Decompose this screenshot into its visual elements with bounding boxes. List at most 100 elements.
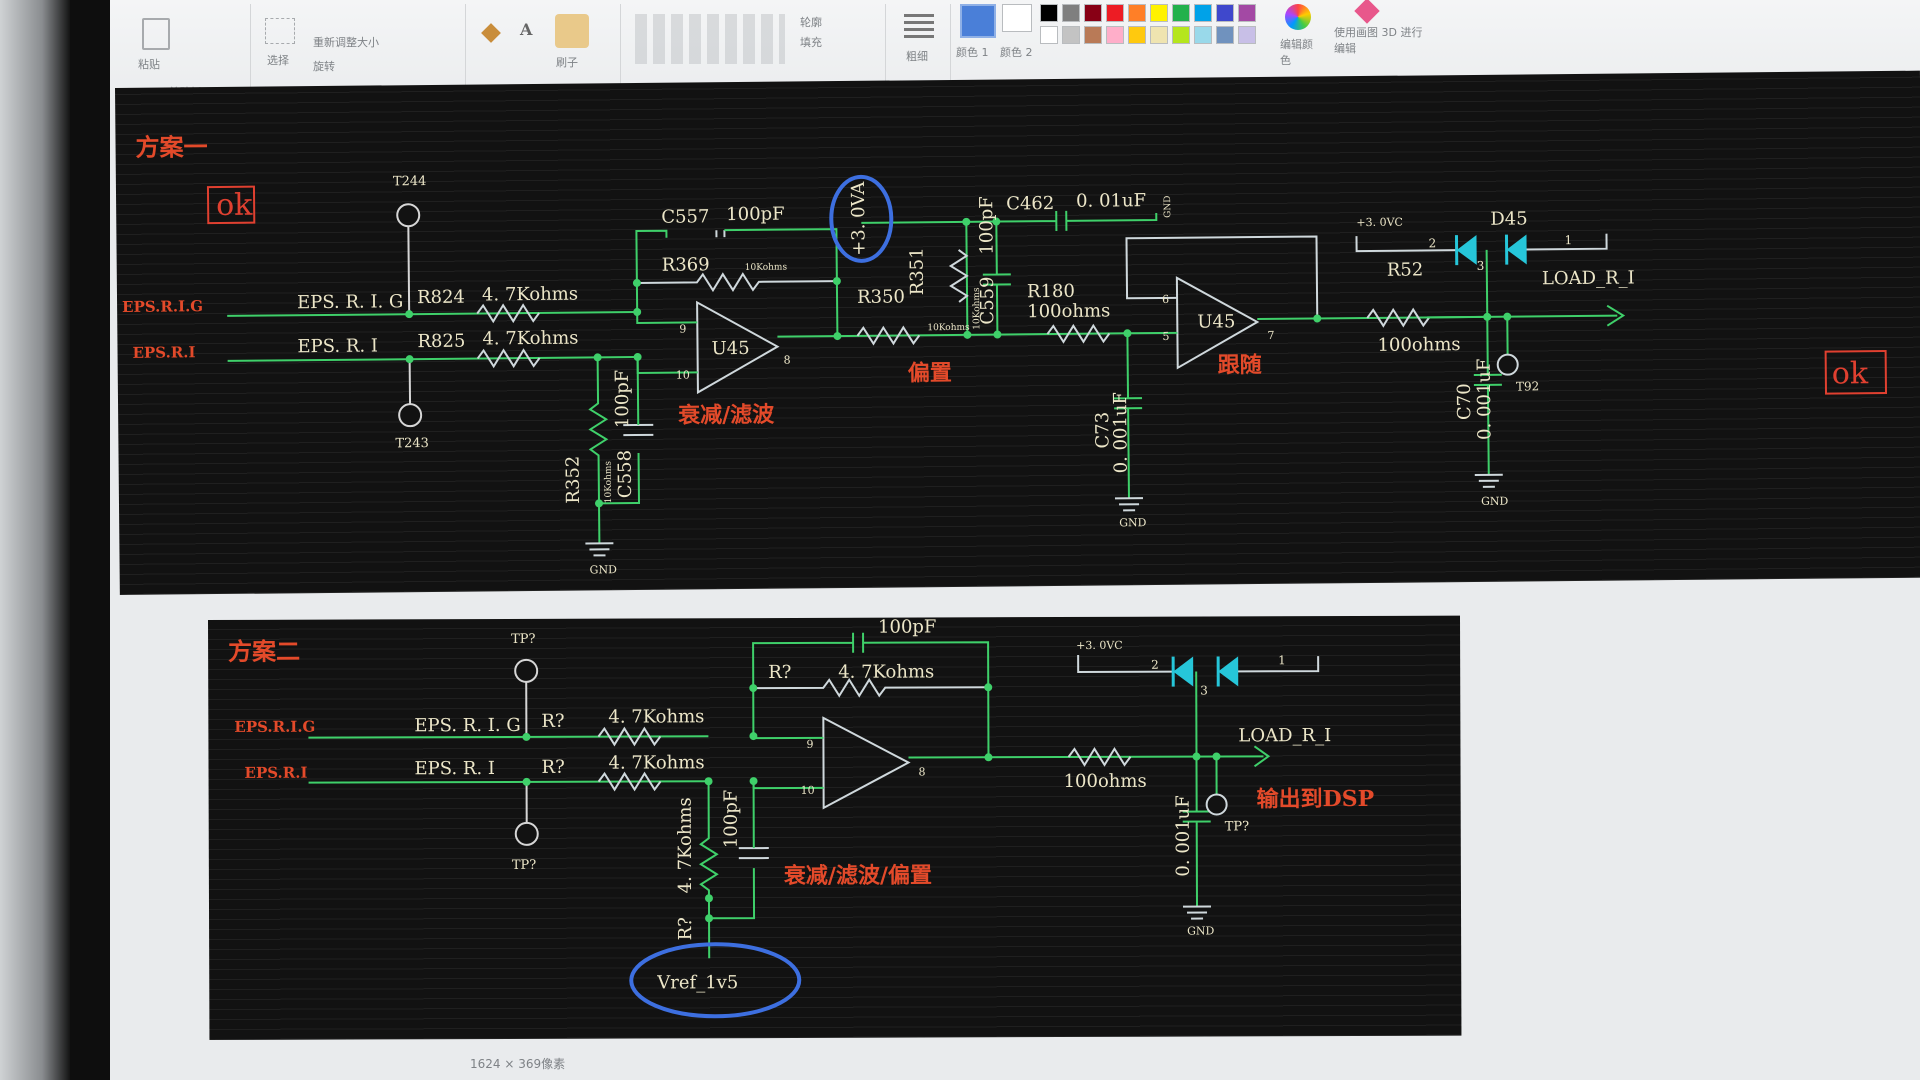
size-button[interactable]: 粗细 xyxy=(906,50,928,63)
palette-swatch[interactable] xyxy=(1172,26,1190,44)
fill-button[interactable]: 填充 xyxy=(800,36,822,49)
c558-value: 100pF xyxy=(612,370,634,429)
u45a-pin10: 10 xyxy=(676,368,690,381)
scheme2-rbias-label: R? xyxy=(675,917,696,940)
r825-label: R825 xyxy=(417,331,465,352)
color1-swatch[interactable] xyxy=(960,4,996,38)
ok-text-right: ok xyxy=(1832,356,1869,391)
rotate-button[interactable]: 旋转 xyxy=(313,60,335,73)
shapes-group: 轮廓 填充 形状 xyxy=(625,4,886,104)
shapes-gallery-icon[interactable] xyxy=(635,14,785,64)
paint3d-button[interactable]: 使用画图 3D 进行编辑 xyxy=(1334,26,1423,55)
gnd-c70: GND xyxy=(1481,495,1509,508)
scheme2-tp-out: TP? xyxy=(1225,819,1249,834)
palette-swatch[interactable] xyxy=(1150,4,1168,22)
palette-swatch[interactable] xyxy=(1216,4,1234,22)
color2-label[interactable]: 颜色 2 xyxy=(1000,46,1033,59)
r825-value: 4. 7Kohms xyxy=(482,328,578,350)
palette-swatch[interactable] xyxy=(1062,4,1080,22)
r369-label: R369 xyxy=(662,254,710,275)
scheme2-panel: 方案二 EPS.R.I.G EPS.R.I EPS. R. I. G EPS. … xyxy=(208,615,1462,1040)
palette-swatch[interactable] xyxy=(1150,26,1168,44)
label-bias: 偏置 xyxy=(908,360,952,386)
scheme2-cbias-value: 100pF xyxy=(721,790,742,848)
r369-value: 10Kohms xyxy=(745,263,788,273)
tp-t243: T243 xyxy=(395,436,429,451)
r824-value: 4. 7Kohms xyxy=(482,284,578,306)
color2-swatch[interactable] xyxy=(1002,4,1032,32)
c557-value: 100pF xyxy=(726,204,785,226)
scheme2-d-pin1: 1 xyxy=(1278,653,1286,667)
c73-value: 0. 001uF xyxy=(1110,392,1132,474)
tp-t244: T244 xyxy=(393,174,427,189)
r352-label: R352 xyxy=(563,456,584,504)
palette-swatch[interactable] xyxy=(1040,26,1058,44)
paste-icon[interactable] xyxy=(142,18,170,50)
palette-swatch[interactable] xyxy=(1106,4,1124,22)
u45b-pin5: 5 xyxy=(1162,330,1169,343)
label-output-to-dsp: 输出到DSP xyxy=(1257,786,1375,812)
palette-swatch[interactable] xyxy=(1194,26,1212,44)
monitor-edge xyxy=(70,0,110,1080)
net-rig-label: EPS. R. I. G xyxy=(297,291,404,313)
scheme2-supply-3v0c: +3. 0VC xyxy=(1076,639,1123,652)
palette-swatch[interactable] xyxy=(1084,4,1102,22)
edit-colors-icon[interactable] xyxy=(1285,4,1311,30)
palette-swatch[interactable] xyxy=(1128,4,1146,22)
scheme2-net-ri: EPS. R. I xyxy=(414,758,495,779)
resize-button[interactable]: 重新调整大小 xyxy=(313,36,379,49)
scheme2-d-pin3: 3 xyxy=(1200,684,1208,698)
select-icon[interactable] xyxy=(265,18,295,44)
r180-value: 100ohms xyxy=(1027,300,1110,322)
edit-colors-button[interactable]: 编辑颜色 xyxy=(1280,38,1313,67)
c462-value: 0. 01uF xyxy=(1076,190,1146,212)
palette-swatch[interactable] xyxy=(1216,26,1234,44)
scheme2-input-rig-port: EPS.R.I.G xyxy=(234,718,315,736)
scheme2-r2-value: 4. 7Kohms xyxy=(608,752,704,773)
brush-button[interactable]: 刷子 xyxy=(556,56,578,69)
supply-3v0a: +3. 0VA xyxy=(848,181,870,256)
scheme2-out-load-ri: LOAD_R_I xyxy=(1238,725,1331,746)
color1-label[interactable]: 颜色 1 xyxy=(956,46,989,59)
u45b-label: U45 xyxy=(1197,311,1235,332)
u45b-pin7: 7 xyxy=(1267,329,1274,342)
label-atten-filter: 衰减/滤波 xyxy=(677,402,775,429)
palette-swatch[interactable] xyxy=(1238,4,1256,22)
d45-pin2: 2 xyxy=(1428,236,1436,250)
palette-swatch[interactable] xyxy=(1106,26,1124,44)
c70-label: C70 xyxy=(1454,383,1475,420)
d45-label: D45 xyxy=(1490,208,1528,229)
label-follow: 跟随 xyxy=(1218,352,1262,378)
palette-swatch[interactable] xyxy=(1172,4,1190,22)
paint3d-icon[interactable] xyxy=(1354,0,1380,24)
scheme2-pin9: 9 xyxy=(806,738,813,751)
scheme2-gnd-cout: GND xyxy=(1187,924,1214,937)
d45-pin3: 3 xyxy=(1477,259,1485,273)
brush-icon[interactable] xyxy=(555,14,589,48)
vref-label: Vref_1v5 xyxy=(656,972,738,993)
r180-label: R180 xyxy=(1027,281,1075,302)
supply-3v0c: +3. 0VC xyxy=(1356,216,1403,229)
palette-swatch[interactable] xyxy=(1084,26,1102,44)
palette-swatch[interactable] xyxy=(1194,4,1212,22)
size-icon[interactable] xyxy=(904,14,934,38)
scheme1-panel: 方案一 ok ok EPS.R.I.G EPS.R.I EPS. R. I. G… xyxy=(115,70,1920,595)
palette-swatch[interactable] xyxy=(1062,26,1080,44)
scheme2-rout-value: 100ohms xyxy=(1064,771,1147,792)
scheme2-r1-label: R? xyxy=(541,711,564,732)
outline-button[interactable]: 轮廓 xyxy=(800,16,822,29)
c73-label: C73 xyxy=(1092,412,1113,449)
select-button[interactable]: 选择 xyxy=(267,54,289,67)
c462-label: C462 xyxy=(1006,193,1054,214)
scheme2-net-rig: EPS. R. I. G xyxy=(414,715,520,736)
r352-value: 10Kohms xyxy=(604,461,614,504)
scheme2-title: 方案二 xyxy=(228,637,300,666)
palette-swatch[interactable] xyxy=(1238,26,1256,44)
pencil-icon[interactable] xyxy=(481,23,501,43)
r351-value: 10Kohms xyxy=(972,287,982,330)
paste-button[interactable]: 粘贴 xyxy=(138,58,160,71)
monitor-bezel xyxy=(0,0,70,1080)
text-icon[interactable]: A xyxy=(520,20,533,39)
palette-swatch[interactable] xyxy=(1128,26,1146,44)
palette-swatch[interactable] xyxy=(1040,4,1058,22)
